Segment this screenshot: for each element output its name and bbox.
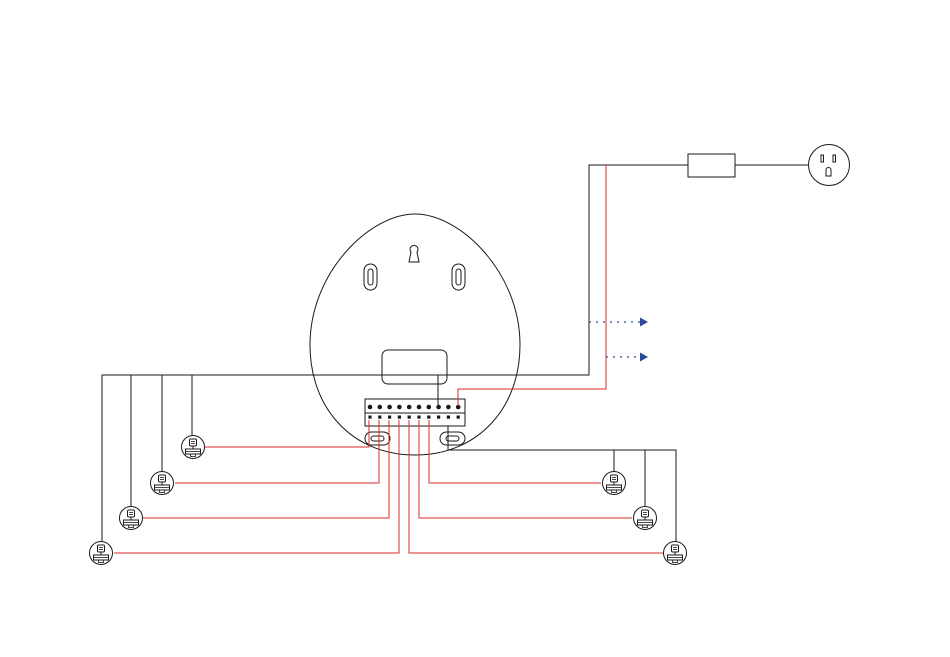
valve-actuator-icon <box>634 507 657 530</box>
keyhole-mount-icon <box>409 245 419 262</box>
terminal-screw <box>397 405 402 410</box>
valve-actuator-icon <box>182 436 205 459</box>
zone-wire-2 <box>175 420 379 483</box>
valve-actuator-icon <box>120 507 143 530</box>
terminal-contact <box>378 416 381 419</box>
valve-actuator-icon <box>603 472 626 495</box>
valve-actuator-icon <box>90 542 113 565</box>
mount-slot-left-inner <box>368 269 373 285</box>
mount-slot-right <box>452 264 465 290</box>
terminal-screw <box>427 405 432 410</box>
housing-outline <box>310 214 520 455</box>
valve-actuator-icon <box>664 542 687 565</box>
terminal-contact <box>398 416 401 419</box>
zone-wire-7 <box>429 420 601 483</box>
terminal-contact <box>417 416 420 419</box>
signal-outputs <box>589 318 648 362</box>
power-wire-red <box>458 165 606 406</box>
valve-actuators <box>90 436 687 565</box>
controller-housing <box>310 214 520 455</box>
wire-slot-right <box>440 432 465 445</box>
power-wire-black <box>438 165 688 406</box>
power-outlet-icon <box>809 145 850 186</box>
terminal-screw <box>407 405 412 410</box>
terminal-screws <box>368 405 461 419</box>
terminal-screw <box>436 405 441 410</box>
terminal-screw <box>378 405 383 410</box>
display-window <box>382 350 447 384</box>
terminal-contact <box>408 416 411 419</box>
terminal-screw <box>446 405 451 410</box>
terminal-screw <box>387 405 392 410</box>
mount-slot-right-inner <box>456 269 461 285</box>
terminal-contact <box>427 416 430 419</box>
valve-actuator-icon <box>151 472 174 495</box>
mount-slot-left <box>364 264 377 290</box>
terminal-contact <box>368 416 371 419</box>
zone-wire-6 <box>419 420 632 518</box>
wire-slot-left-inner <box>371 436 384 441</box>
arrow-right-icon <box>640 353 648 362</box>
zone-wire-1 <box>205 420 369 447</box>
power-wiring <box>438 145 850 407</box>
terminal-contact <box>437 416 440 419</box>
terminal-screw <box>368 405 373 410</box>
terminal-screw <box>417 405 422 410</box>
power-adapter-icon <box>688 154 735 177</box>
arrow-right-icon <box>640 318 648 327</box>
common-bus-left <box>102 375 446 541</box>
terminal-contact <box>447 416 450 419</box>
terminal-contact <box>457 416 460 419</box>
terminal-contact <box>388 416 391 419</box>
zone-wire-3 <box>143 420 389 518</box>
